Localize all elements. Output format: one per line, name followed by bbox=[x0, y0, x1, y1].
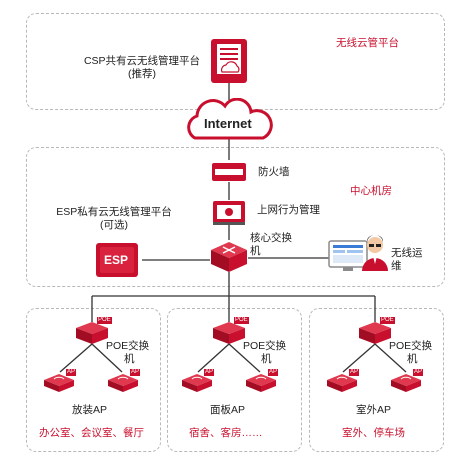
access-point-icon bbox=[327, 374, 357, 392]
poe-switch-label-2: 机 bbox=[124, 353, 135, 365]
wireless-ops-label-1: 无线运 bbox=[391, 247, 423, 259]
internet-cloud-icon bbox=[187, 98, 273, 140]
operator-avatar-icon bbox=[362, 235, 388, 271]
poe-switch-icon bbox=[76, 322, 108, 344]
access-point-badge: AP bbox=[268, 369, 279, 376]
esp-platform-icon bbox=[96, 243, 138, 277]
wireless-ops-label-2: 维 bbox=[391, 260, 402, 272]
csp-platform-note: (推荐) bbox=[128, 68, 156, 80]
esp-platform-note: (可选) bbox=[100, 219, 128, 231]
access-point-badge: AP bbox=[204, 369, 215, 376]
behavior-management-icon bbox=[213, 201, 245, 225]
firewall-icon bbox=[212, 163, 246, 181]
access-point-badge: AP bbox=[413, 369, 424, 376]
access-point-icon bbox=[391, 374, 421, 392]
poe-switch-label-1: POE交换 bbox=[106, 340, 150, 352]
access-point-badge: AP bbox=[349, 369, 360, 376]
branch-zone-1 bbox=[26, 308, 161, 452]
firewall-label: 防火墙 bbox=[258, 166, 290, 178]
ap-type-label: 放装AP bbox=[72, 404, 108, 416]
csp-platform-icon bbox=[211, 39, 247, 83]
ap-type-label: 面板AP bbox=[210, 404, 246, 416]
esp-platform-title: ESP私有云无线管理平台 bbox=[56, 206, 172, 218]
poe-switch-label-1: POE交换 bbox=[389, 340, 433, 352]
deployment-scene-label: 办公室、会议室、餐厅 bbox=[39, 427, 144, 439]
deployment-scene-label: 宿舍、客房…… bbox=[189, 427, 263, 439]
poe-switch-label-2: 机 bbox=[261, 353, 272, 365]
poe-switch-badge: POE bbox=[234, 317, 249, 324]
poe-switch-badge: POE bbox=[97, 317, 112, 324]
core-zone-label: 中心机房 bbox=[350, 185, 392, 197]
access-point-badge: AP bbox=[66, 369, 77, 376]
core-switch-icon bbox=[211, 242, 247, 272]
branch-zone-2 bbox=[167, 308, 302, 452]
core-switch-label-1: 核心交换 bbox=[250, 232, 292, 244]
branch-zone-3 bbox=[309, 308, 444, 452]
access-point-icon bbox=[44, 374, 74, 392]
poe-switch-label-2: 机 bbox=[407, 353, 418, 365]
firewall-badge: NGFW bbox=[218, 165, 234, 171]
esp-badge: ESP bbox=[104, 253, 129, 267]
access-point-badge: AP bbox=[130, 369, 141, 376]
cloud-zone-label: 无线云管平台 bbox=[336, 37, 399, 49]
poe-switch-icon bbox=[213, 322, 245, 344]
csp-platform-title: CSP共有云无线管理平台 bbox=[83, 55, 201, 67]
deployment-scene-label: 室外、停车场 bbox=[342, 427, 405, 439]
poe-switch-icon bbox=[359, 322, 391, 344]
core-zone bbox=[26, 147, 445, 287]
core-switch-label-2: 机 bbox=[250, 245, 261, 257]
wireless-ops-monitor-icon bbox=[328, 240, 368, 271]
poe-switch-label-1: POE交换 bbox=[243, 340, 287, 352]
poe-switch-badge: POE bbox=[380, 317, 395, 324]
internet-label: Internet bbox=[204, 116, 252, 131]
access-point-icon bbox=[182, 374, 212, 392]
access-point-icon bbox=[108, 374, 138, 392]
behavior-management-label: 上网行为管理 bbox=[257, 204, 320, 216]
access-point-icon bbox=[246, 374, 276, 392]
ap-type-label: 室外AP bbox=[356, 404, 392, 416]
